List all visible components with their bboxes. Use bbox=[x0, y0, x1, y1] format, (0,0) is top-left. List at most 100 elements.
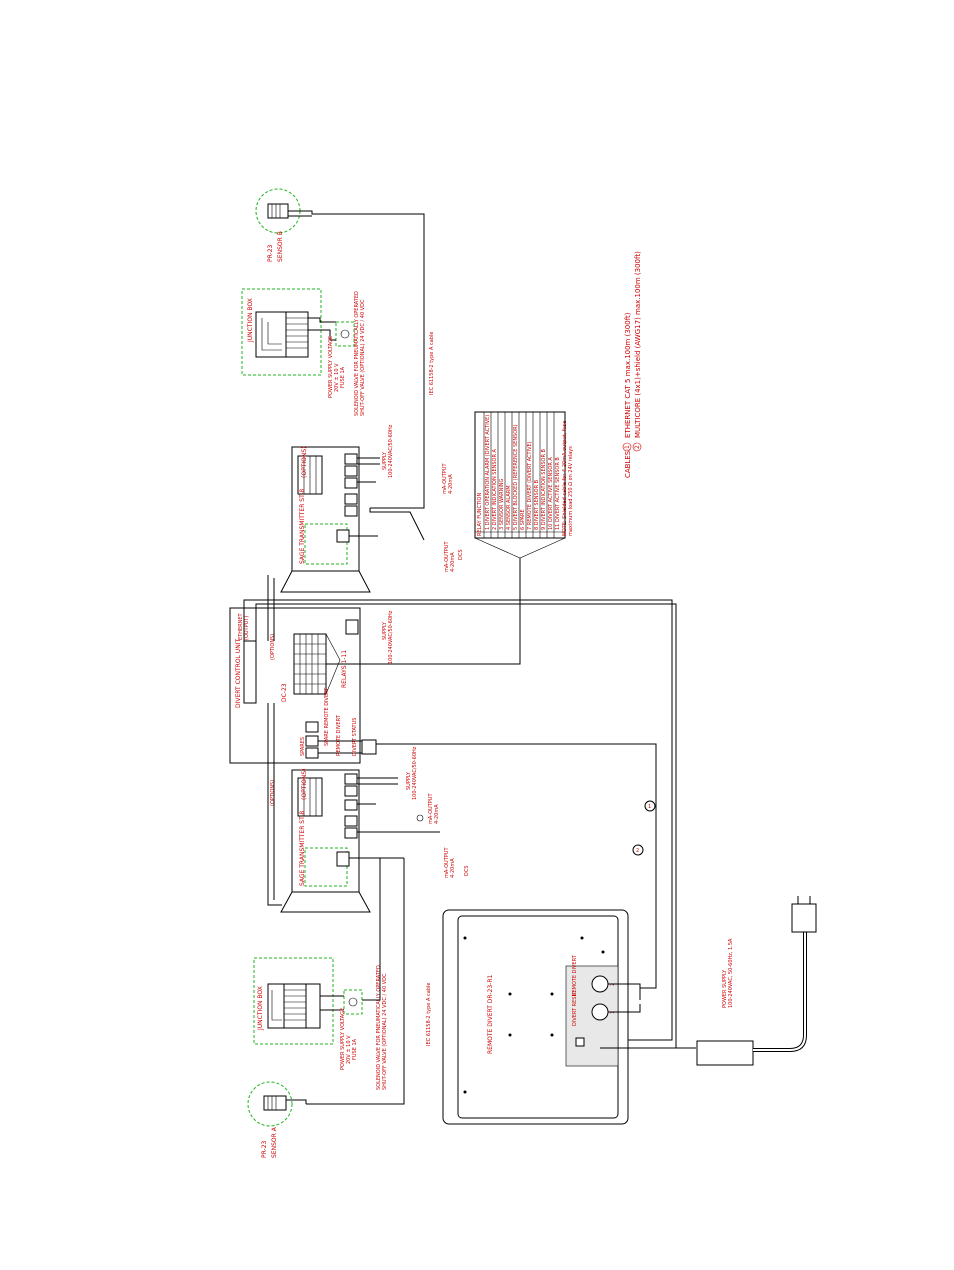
svg-text:mA-OUTPUT: mA-OUTPUT bbox=[428, 793, 434, 824]
svg-text:RELAYS 1-11: RELAYS 1-11 bbox=[341, 650, 348, 688]
svg-text:REMOTE DIVERT: REMOTE DIVERT bbox=[572, 954, 578, 996]
sensor-b-model: PR-23 bbox=[267, 244, 274, 262]
svg-text:DCS: DCS bbox=[458, 549, 464, 560]
svg-text:(OPTIONS): (OPTIONS) bbox=[270, 780, 276, 806]
svg-text:20V ± 10 V: 20V ± 10 V bbox=[334, 363, 340, 392]
svg-text:RELAY FUNCTION: RELAY FUNCTION bbox=[477, 493, 483, 536]
svg-text:6 SPARE: 6 SPARE bbox=[520, 509, 526, 530]
cable-marker-1 bbox=[644, 800, 656, 812]
svg-text:2: 2 bbox=[636, 848, 639, 854]
remote-unit-title: REMOTE DIVERT DR-23-R1 bbox=[487, 975, 494, 1054]
power-supply: POWER SUPPLY 100-240VAC, 50-60Hz, 1.5A bbox=[696, 896, 817, 1066]
svg-text:SUPPLY: SUPPLY bbox=[406, 771, 412, 790]
junction-box-a-title: JUNCTION BOX bbox=[257, 986, 264, 1031]
svg-text:NOTE: Shielded cable for 4-20m: NOTE: Shielded cable for 4-20mA output, … bbox=[562, 421, 568, 536]
relay-table: RELAY FUNCTION 1 DIVERT OPERATION ALARM … bbox=[474, 411, 574, 559]
svg-text:POWER SUPPLY VOLTAGE: POWER SUPPLY VOLTAGE bbox=[340, 1008, 346, 1070]
cables-heading: CABLES: bbox=[624, 448, 632, 478]
sensor-b-name: SENSOR B bbox=[277, 231, 284, 262]
power-supply-body bbox=[696, 1040, 754, 1066]
sensor-a-outline bbox=[247, 1081, 293, 1127]
svg-text:FUSE 1A: FUSE 1A bbox=[340, 366, 346, 388]
svg-text:3 SENSOR WARNING: 3 SENSOR WARNING bbox=[499, 478, 505, 530]
svg-text:SOLENOID VALVE FOR PNEUMATICAL: SOLENOID VALVE FOR PNEUMATICALLY OPERATE… bbox=[376, 965, 382, 1090]
svg-text:POWER SUPPLY VOLTAGE: POWER SUPPLY VOLTAGE bbox=[328, 336, 334, 398]
cable-a-label: IEC 61158-2 type A cable bbox=[426, 983, 432, 1046]
svg-text:100-240VAC/50-60Hz: 100-240VAC/50-60Hz bbox=[388, 424, 394, 478]
svg-text:DIVERT RESET: DIVERT RESET bbox=[572, 989, 578, 1026]
svg-text:POWER SUPPLY: POWER SUPPLY bbox=[722, 969, 728, 1008]
svg-text:ETHERNET CAT 5 max.100m (300ft: ETHERNET CAT 5 max.100m (300ft) bbox=[624, 312, 632, 438]
transmitter-b-title: SAGE TRANSMITTER ST-8 bbox=[299, 489, 306, 564]
transmitter-a-title: SAGE TRANSMITTER ST-8 bbox=[299, 811, 306, 886]
divert-control-unit: DIVERT CONTROL UNIT DC-23 ETHERNET (OUTP… bbox=[229, 607, 394, 806]
sensor-b: PR-23 SENSOR B bbox=[255, 188, 301, 262]
transmitter-b: SAGE TRANSMITTER ST-8 (OPTIONS) SUPPLY 1… bbox=[280, 424, 464, 593]
svg-text:5 DIVERT BLOCKED (REFERENCE S: 5 DIVERT BLOCKED (REFERENCE SENSOR) bbox=[513, 424, 519, 530]
svg-text:(OUTPUT): (OUTPUT) bbox=[244, 616, 250, 640]
svg-text:2 DIVERT INDICATION SENSOR A: 2 DIVERT INDICATION SENSOR A bbox=[492, 448, 498, 530]
svg-text:10 DIVERT ACTIVE SENSOR A: 10 DIVERT ACTIVE SENSOR A bbox=[548, 457, 554, 530]
svg-text:SUPPLY: SUPPLY bbox=[382, 621, 388, 640]
svg-text:mA-OUTPUT: mA-OUTPUT bbox=[442, 463, 448, 494]
svg-text:4-20mA: 4-20mA bbox=[450, 552, 456, 572]
svg-text:7 REMOTE DIVERT (DIVERT ACTIV: 7 REMOTE DIVERT (DIVERT ACTIVE) bbox=[527, 441, 533, 530]
svg-text:11 DIVERT ACTIVE SENSOR B: 11 DIVERT ACTIVE SENSOR B bbox=[555, 457, 561, 530]
svg-text:ETHERNET: ETHERNET bbox=[238, 612, 244, 640]
svg-text:(OPTIONS): (OPTIONS) bbox=[301, 769, 308, 800]
svg-text:100-240VAC, 50-60Hz, 1.5A: 100-240VAC, 50-60Hz, 1.5A bbox=[728, 938, 734, 1008]
relay-table-frame bbox=[474, 411, 566, 539]
svg-text:8 DIVERT SENSOR B: 8 DIVERT SENSOR B bbox=[534, 479, 540, 530]
svg-text:REMOTE DIVERT: REMOTE DIVERT bbox=[336, 714, 342, 756]
sensor-a-body bbox=[263, 1095, 287, 1111]
svg-text:4-20mA: 4-20mA bbox=[448, 474, 454, 494]
svg-text:maximum load 250 Ω on 24V rela: maximum load 250 Ω on 24V relays bbox=[568, 446, 574, 536]
svg-text:SPARES: SPARES bbox=[300, 737, 306, 756]
svg-text:SPARE REMOTE DIVERT: SPARE REMOTE DIVERT bbox=[324, 687, 330, 746]
junction-box-b: JUNCTION BOX POWER SUPPLY VOLTAGE 20V ± … bbox=[241, 288, 366, 416]
junction-box-b-outline bbox=[241, 288, 322, 376]
svg-text:mA-OUTPUT: mA-OUTPUT bbox=[444, 541, 450, 572]
cable-b-label: IEC 61158-2 type A cable bbox=[429, 332, 435, 395]
svg-text:SHUT-OFF VALVE (OPTIONAL) 24 V: SHUT-OFF VALVE (OPTIONAL) 24 VDC / 40 VD… bbox=[360, 299, 366, 416]
junction-box-b-title: JUNCTION BOX bbox=[247, 298, 254, 343]
control-unit-title: DIVERT CONTROL UNIT bbox=[235, 639, 242, 708]
svg-text:4 SENSOR ALARM: 4 SENSOR ALARM bbox=[506, 485, 512, 530]
svg-text:4-20mA: 4-20mA bbox=[450, 858, 456, 878]
svg-text:4-20mA: 4-20mA bbox=[434, 804, 440, 824]
svg-text:SHUT-OFF VALVE (OPTIONAL) 24 V: SHUT-OFF VALVE (OPTIONAL) 24 VDC / 40 VD… bbox=[382, 973, 388, 1090]
transmitter-a-base bbox=[280, 891, 371, 913]
transmitter-a: SAGE TRANSMITTER ST-8 (OPTIONS) SUPPLY 1… bbox=[280, 746, 470, 913]
svg-text:1: 1 bbox=[624, 445, 631, 449]
svg-text:100-240VAC/50-60Hz: 100-240VAC/50-60Hz bbox=[388, 610, 394, 664]
svg-text:100-240VAC/50-60Hz: 100-240VAC/50-60Hz bbox=[412, 746, 418, 800]
svg-text:9 DIVERT INDICATION SENSOR B: 9 DIVERT INDICATION SENSOR B bbox=[541, 448, 547, 530]
junction-box-a-outline bbox=[253, 957, 334, 1045]
remote-divert-button[interactable] bbox=[591, 975, 609, 993]
svg-text:(OPTIONS): (OPTIONS) bbox=[301, 447, 308, 478]
svg-text:DIVERT STATUS: DIVERT STATUS bbox=[352, 718, 358, 756]
svg-text:2: 2 bbox=[634, 445, 641, 449]
cables-legend: CABLES: 1 ETHERNET CAT 5 max.100m (300ft… bbox=[622, 251, 642, 478]
sensor-b-body bbox=[267, 203, 289, 219]
divert-reset-button[interactable] bbox=[591, 1003, 609, 1021]
svg-text:SOLENOID VALVE FOR PNEUMATICAL: SOLENOID VALVE FOR PNEUMATICALLY OPERATE… bbox=[354, 291, 360, 416]
power-plug bbox=[791, 903, 817, 933]
svg-text:DC-23: DC-23 bbox=[281, 683, 288, 702]
svg-text:SUPPLY: SUPPLY bbox=[382, 451, 388, 470]
sensor-a: PR-23 SENSOR A bbox=[247, 1081, 307, 1158]
svg-text:MULTICORE (4x1)+shield (AWG17): MULTICORE (4x1)+shield (AWG17) max.100m … bbox=[634, 251, 642, 438]
transmitter-b-base bbox=[280, 570, 371, 593]
remote-divert-unit: DIVERT RESET REMOTE DIVERT 1 2 REMOTE DI… bbox=[442, 909, 629, 1125]
svg-text:DCS: DCS bbox=[464, 865, 470, 876]
sensor-a-model: PR-23 bbox=[261, 1140, 268, 1158]
svg-text:FUSE 1A: FUSE 1A bbox=[352, 1038, 358, 1060]
sensor-a-name: SENSOR A bbox=[271, 1126, 278, 1158]
svg-text:(OPTIONS): (OPTIONS) bbox=[270, 634, 276, 660]
cable-marker-2 bbox=[632, 844, 644, 856]
svg-text:1 DIVERT OPERATION ALARM (DIV: 1 DIVERT OPERATION ALARM (DIVERT ACTIVE) bbox=[485, 415, 491, 530]
svg-text:1: 1 bbox=[648, 804, 651, 810]
svg-text:mA-OUTPUT: mA-OUTPUT bbox=[444, 847, 450, 878]
junction-box-a: JUNCTION BOX POWER SUPPLY VOLTAGE 20V ± … bbox=[253, 957, 388, 1090]
